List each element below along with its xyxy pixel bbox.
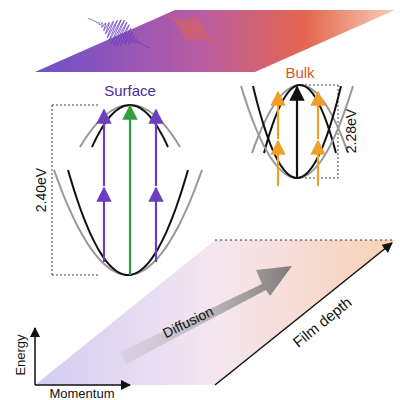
band-group [54, 85, 353, 275]
transition-arrow [317, 92, 319, 139]
transition-arrow [103, 188, 105, 262]
transition-arrow [155, 110, 157, 186]
light-pulse [88, 18, 150, 48]
plane-edge [215, 240, 395, 241]
transition-arrow [155, 188, 157, 262]
transition-arrow [129, 106, 131, 275]
band-curve [54, 170, 202, 275]
band-curve [253, 86, 341, 178]
transition-arrow [317, 141, 319, 186]
gap-bracket [52, 275, 100, 276]
bulk-plane [35, 240, 395, 385]
diffusion-arrow [120, 266, 292, 364]
diagram-label: 2.28eV [344, 109, 358, 153]
diagram-label: Bulk [285, 65, 314, 80]
surface-plane [35, 10, 395, 72]
band-curve [241, 86, 353, 178]
diagram-label: Momentum [49, 387, 114, 400]
band-curve [252, 85, 348, 153]
diagram-label: Film depth [290, 294, 354, 350]
diagram-label: Energy [14, 334, 27, 375]
gap-bracket [52, 105, 53, 275]
band-curve [68, 170, 188, 275]
pulse-group [88, 14, 218, 48]
diagram-label: Surface [104, 83, 156, 98]
transition-arrow [277, 141, 279, 186]
diagram-label: Diffusion [161, 304, 216, 340]
diagram-label: 2.40eV [34, 168, 48, 212]
transition-arrow [277, 92, 279, 139]
light-pulse [165, 14, 218, 44]
depth-axis [215, 243, 392, 385]
transition-arrow [296, 87, 298, 178]
gap-bracket [305, 178, 338, 179]
transition-arrow [103, 110, 105, 186]
gap-bracket [52, 105, 100, 106]
gap-bracket [305, 85, 338, 86]
energy-axis [34, 328, 36, 385]
transition-group [104, 87, 318, 275]
